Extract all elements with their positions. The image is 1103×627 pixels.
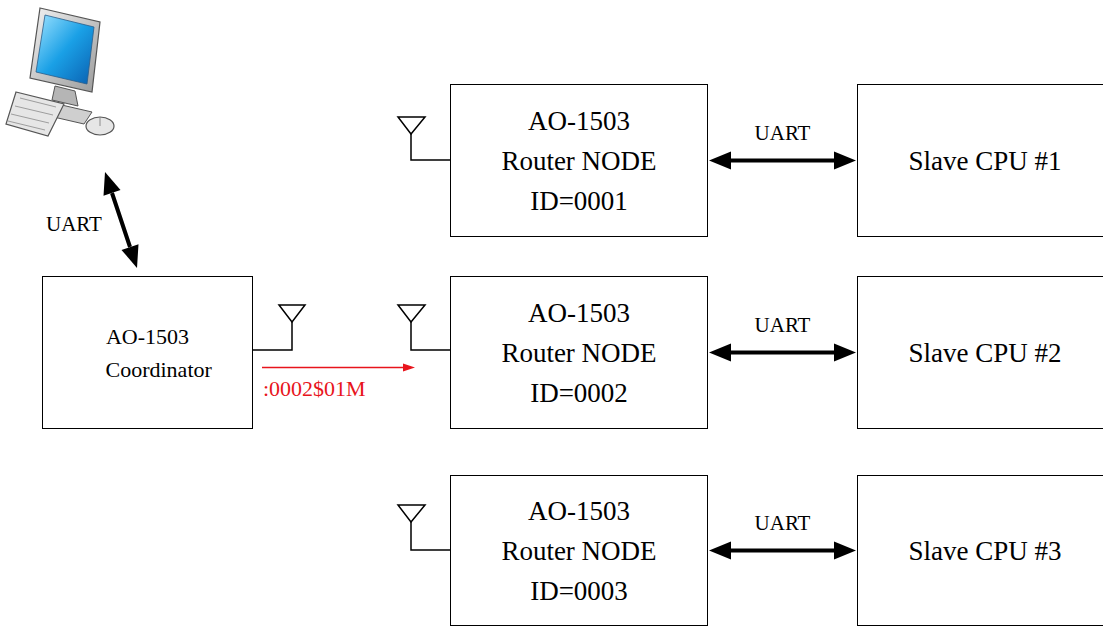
- node-text: Slave CPU #2: [908, 335, 1061, 371]
- router-box: AO-1503 Router NODE ID=0002: [450, 276, 708, 429]
- arrow-head: [834, 542, 856, 560]
- computer-icon: [6, 8, 114, 136]
- node-text: Slave CPU #1: [908, 143, 1061, 179]
- antenna-symbols: [253, 117, 450, 550]
- connector-arrow: [709, 152, 856, 170]
- arrow-head: [709, 152, 731, 170]
- router-box: AO-1503 Router NODE ID=0001: [450, 84, 708, 237]
- node-text: Slave CPU #3: [908, 533, 1061, 569]
- node-text: AO-1503 Router NODE ID=0003: [501, 491, 657, 611]
- coordinator-box: AO-1503 Coordinator: [42, 276, 253, 429]
- interface-label: UART: [46, 212, 102, 237]
- connector-arrow: [262, 364, 415, 372]
- connector-line: [730, 351, 835, 355]
- arrow-head: [709, 542, 731, 560]
- arrow-head: [834, 152, 856, 170]
- slave-cpu-box: Slave CPU #2: [857, 276, 1103, 429]
- node-text: AO-1503 Coordinator: [106, 320, 190, 386]
- node-text: AO-1503 Router NODE ID=0001: [501, 101, 657, 221]
- connector-arrow: [709, 542, 856, 560]
- connector-arrow: [709, 344, 856, 362]
- connector-line: [730, 159, 835, 163]
- connector-label: UART: [755, 121, 811, 146]
- slave-cpu-box: Slave CPU #1: [857, 84, 1103, 237]
- connector-label: UART: [755, 313, 811, 338]
- slave-cpu-box: Slave CPU #3: [857, 475, 1103, 626]
- node-text: AO-1503 Router NODE ID=0002: [501, 293, 657, 413]
- connector-label: :0002$01M: [263, 376, 366, 402]
- router-box: AO-1503 Router NODE ID=0003: [450, 475, 708, 626]
- connector-line: [262, 367, 404, 369]
- arrow-head: [403, 364, 415, 372]
- arrow-head: [709, 344, 731, 362]
- connector-line: [730, 549, 835, 553]
- uart-double-arrow: [104, 172, 139, 268]
- arrow-head: [834, 344, 856, 362]
- connector-label: UART: [755, 511, 811, 536]
